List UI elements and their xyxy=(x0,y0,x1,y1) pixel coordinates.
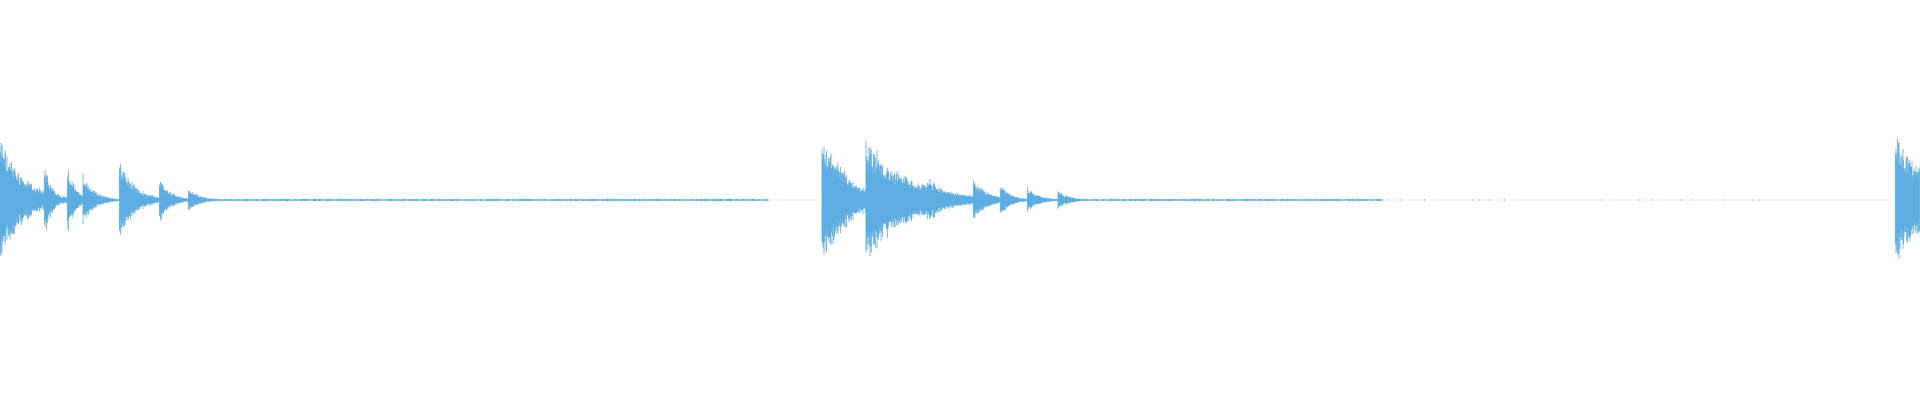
waveform-trace xyxy=(0,138,1920,260)
waveform-samples xyxy=(0,138,1920,260)
